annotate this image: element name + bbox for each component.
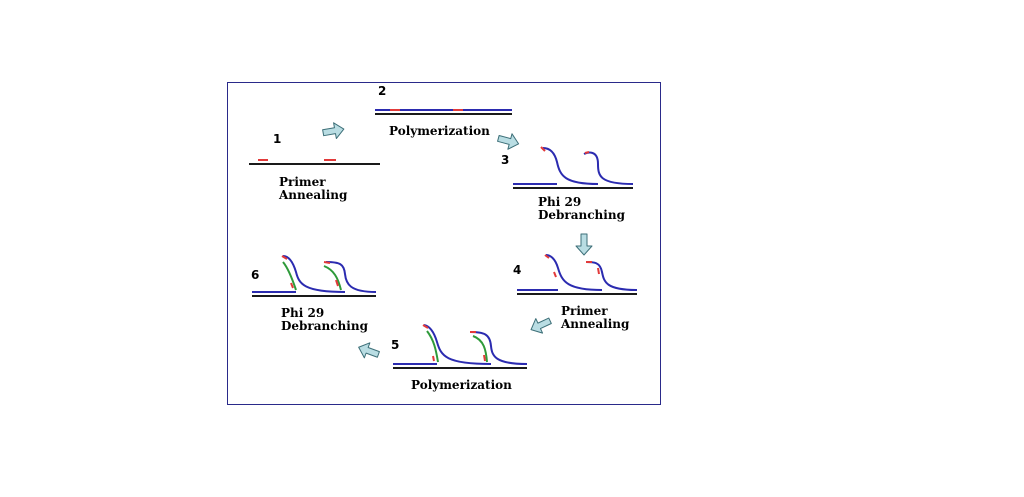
step-6-primer-b: [323, 261, 331, 264]
step-5-number: 5: [391, 338, 399, 352]
step-6-label-line-2: Debranching: [281, 319, 369, 333]
step-3: 3 Phi 29 Debranching: [501, 146, 634, 222]
step-2-number: 2: [378, 84, 386, 98]
arrow-step-5-to-6: [358, 342, 380, 359]
step-1: 1 Primer Annealing: [249, 132, 380, 202]
arrow-step-2-to-3: [497, 133, 520, 150]
step-4-label-line-2: Annealing: [560, 317, 630, 331]
step-4-strand-left: [545, 254, 603, 291]
step-4-primer-d: [597, 267, 600, 275]
step-6-number: 6: [251, 268, 259, 282]
step-3-strand-right: [583, 151, 634, 185]
step-4-primer-a: [544, 254, 550, 259]
step-6-label-line-1: Phi 29: [281, 306, 324, 320]
step-6: 6 Phi 29 Debranching: [251, 255, 377, 333]
step-3-primer-b: [584, 151, 590, 154]
diagram-frame: [227, 82, 661, 405]
step-5-new-strand-left: [426, 330, 439, 363]
step-3-label-line-2: Debranching: [538, 208, 626, 222]
step-4-label-line-1: Primer: [561, 304, 608, 318]
step-4-strand-right: [585, 261, 638, 291]
step-4-number: 4: [513, 263, 521, 277]
step-3-strand-left: [542, 147, 599, 185]
step-1-number: 1: [273, 132, 281, 146]
step-6-primer-a: [281, 255, 288, 260]
step-5-label: Polymerization: [411, 378, 512, 392]
step-5-strand-left: [423, 324, 492, 365]
step-6-strand-right: [325, 261, 377, 293]
step-6-primer-c: [290, 282, 294, 289]
step-6-primer-d: [335, 279, 339, 287]
step-6-new-strand-left: [282, 261, 297, 291]
step-1-label-line-1: Primer: [279, 175, 326, 189]
step-3-label-line-1: Phi 29: [538, 195, 581, 209]
arrow-step-3-to-4: [575, 233, 593, 256]
step-3-number: 3: [501, 153, 509, 167]
step-5: 5 Polymerization: [391, 324, 528, 392]
step-4: 4 Primer Annealing: [513, 254, 638, 331]
step-6-strand-left: [282, 255, 346, 293]
arrow-step-1-to-2: [322, 122, 345, 140]
step-5-strand-right: [469, 331, 528, 365]
arrow-step-4-to-5: [530, 317, 552, 334]
step-4-primer-b: [553, 271, 557, 278]
step-5-primer-c: [432, 355, 435, 362]
step-1-label-line-2: Annealing: [278, 188, 348, 202]
step-2: 2 Polymerization: [375, 84, 512, 138]
step-3-primer-a: [540, 146, 546, 152]
step-5-new-strand-right: [472, 335, 488, 363]
step-6-new-strand-right: [323, 265, 342, 291]
step-5-primer-d: [483, 354, 486, 362]
step-5-primer-a: [422, 324, 429, 329]
step-2-label: Polymerization: [389, 124, 490, 138]
